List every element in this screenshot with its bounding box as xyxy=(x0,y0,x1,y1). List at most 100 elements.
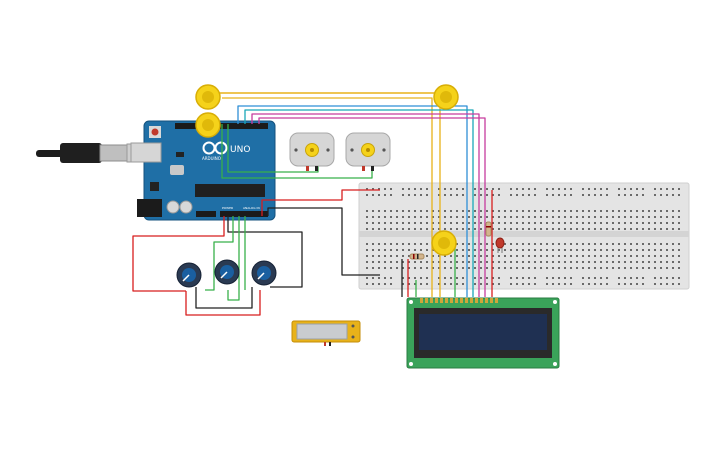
breadboard-hole xyxy=(462,249,464,251)
resistor-1[interactable] xyxy=(409,253,425,260)
breadboard-hole xyxy=(534,188,536,190)
dc-motor-2[interactable] xyxy=(345,132,391,171)
breadboard-hole xyxy=(642,255,644,257)
breadboard-hole xyxy=(366,216,368,218)
potentiometer-3[interactable] xyxy=(251,260,277,286)
breadboard-hole xyxy=(444,188,446,190)
wire-gnd-pots[interactable] xyxy=(195,287,253,309)
breadboard-hole xyxy=(414,194,416,196)
breadboard-hole xyxy=(522,243,524,245)
wire-red-pots[interactable] xyxy=(185,290,261,316)
breadboard-hole xyxy=(474,267,476,269)
breadboard-hole xyxy=(588,255,590,257)
breadboard-hole xyxy=(534,228,536,230)
breadboard-hole xyxy=(576,222,578,224)
wire-magenta-2[interactable] xyxy=(258,117,486,297)
breadboard-hole xyxy=(636,261,638,263)
breadboard-hole xyxy=(552,188,554,190)
breadboard-hole xyxy=(372,267,374,269)
breadboard-hole xyxy=(606,255,608,257)
breadboard-hole xyxy=(378,261,380,263)
breadboard-hole xyxy=(408,228,410,230)
breadboard-hole xyxy=(666,277,668,279)
breadboard-hole xyxy=(642,267,644,269)
wire-green-pot1[interactable] xyxy=(205,216,234,291)
breadboard-hole xyxy=(474,283,476,285)
breadboard-hole xyxy=(558,194,560,196)
lcd-pin xyxy=(475,298,478,303)
breadboard-hole xyxy=(522,216,524,218)
breadboard-hole xyxy=(390,210,392,212)
breadboard-hole xyxy=(600,188,602,190)
breadboard-hole xyxy=(522,255,524,257)
breadboard-hole xyxy=(672,194,674,196)
breadboard-hole xyxy=(378,194,380,196)
breadboard-hole xyxy=(450,228,452,230)
breadboard-hole xyxy=(426,243,428,245)
resistor-2[interactable] xyxy=(485,221,492,237)
breadboard-hole xyxy=(474,277,476,279)
potentiometer-1[interactable] xyxy=(176,262,202,288)
breadboard-hole xyxy=(438,261,440,263)
breadboard-hole xyxy=(606,216,608,218)
wire-gnd-black[interactable] xyxy=(267,207,380,276)
dc-motor-1[interactable] xyxy=(289,132,335,171)
breadboard-hole xyxy=(426,188,428,190)
breadboard-hole xyxy=(612,228,614,230)
potentiometer-2[interactable] xyxy=(214,259,240,285)
breadboard-hole xyxy=(630,194,632,196)
breadboard-hole xyxy=(408,188,410,190)
breadboard-hole xyxy=(630,188,632,190)
breadboard-hole xyxy=(480,194,482,196)
breadboard-hole xyxy=(618,277,620,279)
breadboard-hole xyxy=(570,188,572,190)
wire-magenta[interactable] xyxy=(251,113,480,297)
servo-horn-1[interactable] xyxy=(195,84,221,110)
servo-horn-3[interactable] xyxy=(433,84,459,110)
wire-green-motor[interactable] xyxy=(221,124,373,179)
breadboard-hole xyxy=(468,249,470,251)
breadboard-hole xyxy=(630,222,632,224)
wire-red-pot[interactable] xyxy=(132,216,225,292)
breadboard-hole xyxy=(420,188,422,190)
led-red[interactable] xyxy=(495,237,505,253)
breadboard-hole xyxy=(582,261,584,263)
lcd-pin xyxy=(485,298,488,303)
breadboard-hole xyxy=(630,243,632,245)
breadboard-hole xyxy=(624,283,626,285)
wire-cyan[interactable] xyxy=(244,109,474,297)
breadboard-hole xyxy=(390,216,392,218)
small-display-module[interactable] xyxy=(291,320,361,346)
wire-green-pot2[interactable] xyxy=(227,216,240,301)
breadboard-hole xyxy=(366,188,368,190)
breadboard-hole xyxy=(414,243,416,245)
breadboard-hole xyxy=(474,210,476,212)
breadboard-hole xyxy=(492,243,494,245)
breadboard-hole xyxy=(450,188,452,190)
wire-gnd-pot[interactable] xyxy=(227,216,303,288)
breadboard-hole xyxy=(390,277,392,279)
breadboard-hole xyxy=(588,188,590,190)
breadboard-hole xyxy=(390,228,392,230)
breadboard-hole xyxy=(444,277,446,279)
breadboard-hole xyxy=(504,222,506,224)
breadboard-hole xyxy=(480,222,482,224)
breadboard-hole xyxy=(534,277,536,279)
breadboard-hole xyxy=(630,255,632,257)
wire-blue[interactable] xyxy=(237,105,468,297)
breadboard-hole xyxy=(672,283,674,285)
breadboard-hole xyxy=(384,261,386,263)
wire-yellow-1[interactable] xyxy=(222,97,433,297)
breadboard-hole xyxy=(678,267,680,269)
wires xyxy=(132,92,493,316)
servo-horn-2[interactable] xyxy=(195,112,221,138)
breadboard-hole xyxy=(372,194,374,196)
servo-horn-4[interactable] xyxy=(431,230,457,256)
breadboard-hole xyxy=(624,261,626,263)
breadboard-hole xyxy=(426,249,428,251)
breadboard-hole xyxy=(648,216,650,218)
breadboard[interactable] xyxy=(358,182,690,290)
lcd-16x2[interactable] xyxy=(406,297,560,369)
breadboard-hole xyxy=(534,210,536,212)
wire-5v-red[interactable] xyxy=(261,189,380,216)
